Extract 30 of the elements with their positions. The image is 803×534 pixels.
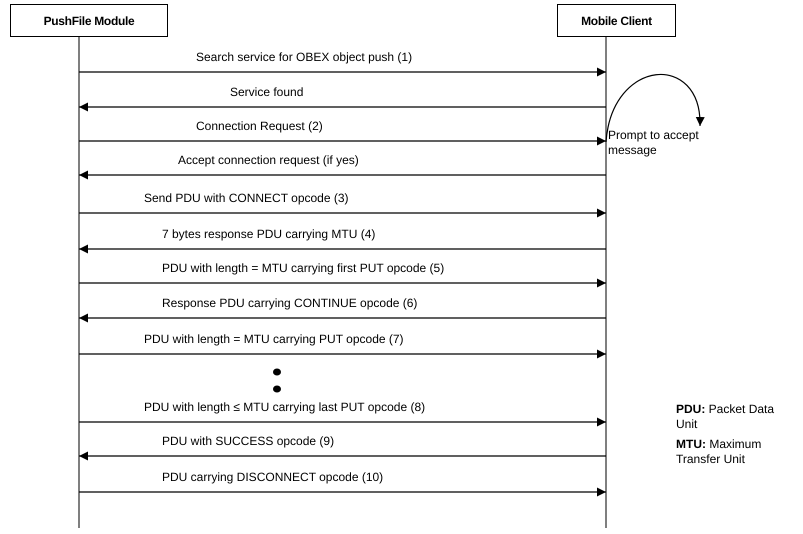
edge-label: Accept connection request (if yes) <box>178 153 359 167</box>
lifeline-header: PushFile Module <box>10 4 168 37</box>
arrow <box>79 136 606 146</box>
definition-text: PDU: Packet Data Unit <box>676 402 776 432</box>
edge-label: Connection Request (2) <box>196 119 323 133</box>
edge-label: 7 bytes response PDU carrying MTU (4) <box>162 227 376 241</box>
edge-label: Response PDU carrying CONTINUE opcode (6) <box>162 296 418 310</box>
arrow <box>79 350 606 358</box>
arrow <box>79 278 606 288</box>
arrow <box>79 208 606 218</box>
edge-label: Send PDU with CONNECT opcode (3) <box>144 191 349 205</box>
arrow <box>79 244 606 254</box>
edge-label: Search service for OBEX object push (1) <box>196 50 412 64</box>
edge-label: PDU with length = MTU carrying first PUT opcode (5) <box>162 261 444 275</box>
edge-label: PDU carrying DISCONNECT opcode (10) <box>162 470 384 484</box>
arrow <box>79 102 606 112</box>
arrow <box>79 170 606 180</box>
definition-text: MTU: Maximum Transfer Unit <box>676 437 762 467</box>
edge-label: Service found <box>230 85 304 99</box>
edge-label: PDU with length = MTU carrying PUT opcode (7) <box>144 332 404 346</box>
arrow <box>605 74 704 142</box>
arrow <box>79 488 606 496</box>
arrow <box>79 68 606 76</box>
note-text: Prompt to accept message <box>608 128 726 158</box>
arrow <box>79 314 606 322</box>
edge-label: PDU with SUCCESS opcode (9) <box>162 434 334 448</box>
edge-label: PDU with length ≤ MTU carrying last PUT opcode (8) <box>144 400 426 414</box>
arrow <box>79 418 606 426</box>
lifeline-header: Mobile Client <box>557 4 676 37</box>
arrow <box>79 452 606 460</box>
